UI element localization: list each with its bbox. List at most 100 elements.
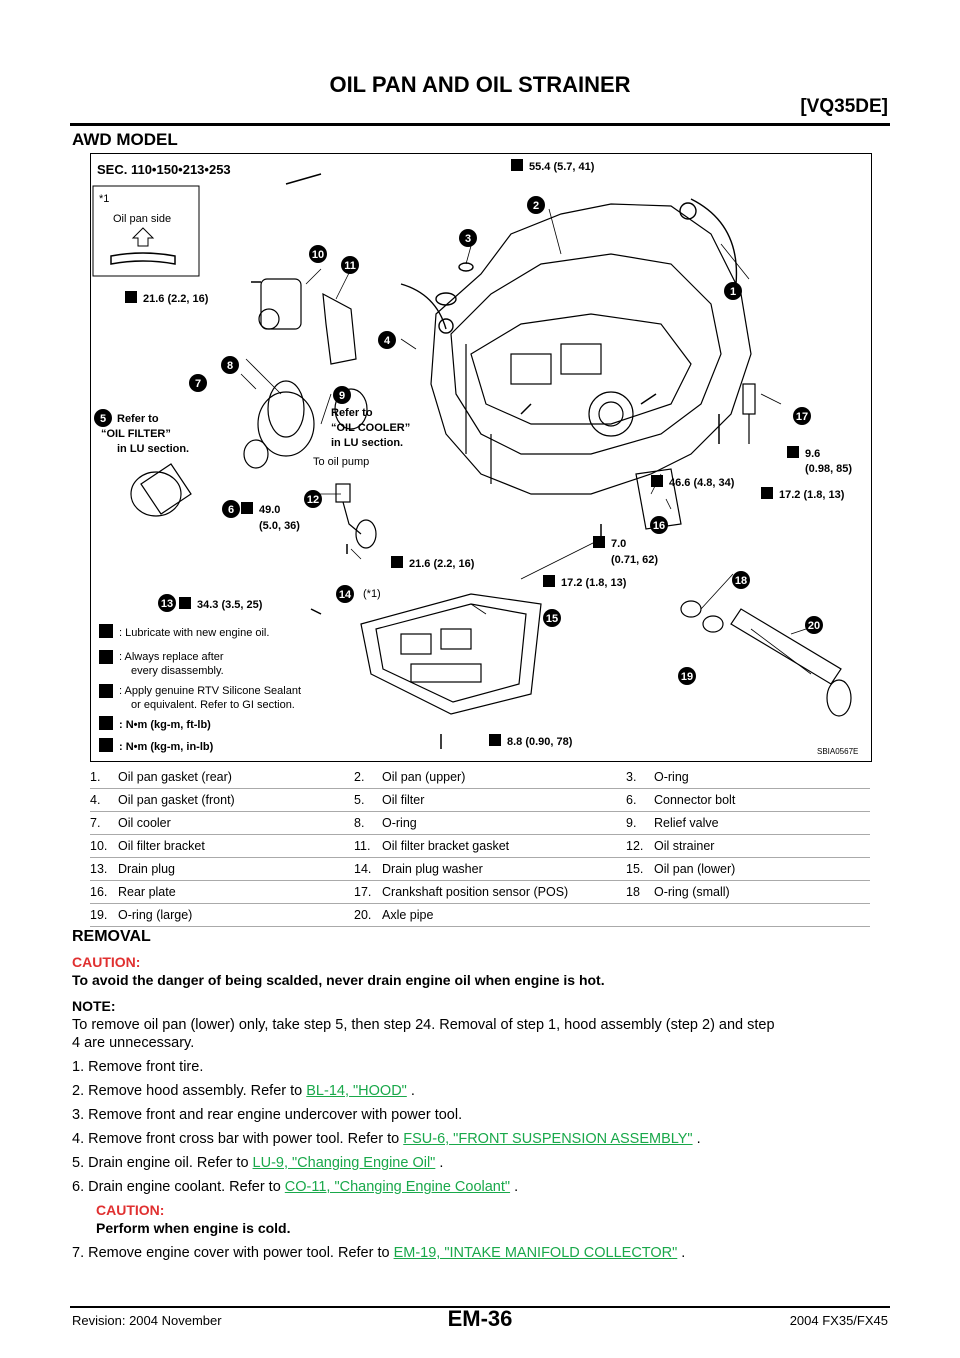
svg-text:17.2 (1.8, 13): 17.2 (1.8, 13) (779, 489, 845, 501)
footer-rule (70, 1306, 890, 1308)
inset-oil-pan-side: *1 Oil pan side (92, 185, 200, 277)
header-rule (70, 123, 890, 126)
wrench-icon (593, 536, 605, 548)
svg-text:: Apply genuine RTV Silicone S: : Apply genuine RTV Silicone Sealant (119, 685, 301, 697)
wrench-icon (125, 291, 137, 303)
torque-labels: 55.4 (5.7, 41) 21.6 (2.2, 16) 49.0 (5.0,… (125, 159, 852, 748)
svg-text:9.6: 9.6 (805, 448, 820, 460)
svg-text:13: 13 (161, 598, 173, 610)
diagram-legend: : Lubricate with new engine oil. : Alway… (99, 624, 301, 753)
footer-model: 2004 FX35/FX45 (789, 1313, 888, 1328)
rear-plate-drawing (635, 468, 682, 530)
step-6-caution-text: Perform when engine is cold. (96, 1220, 291, 1236)
svg-text:: N•m (kg-m, in-lb): : N•m (kg-m, in-lb) (119, 741, 214, 753)
svg-text:18: 18 (735, 575, 747, 587)
link-lu-9-changing-engine-oil[interactable]: LU-9, "Changing Engine Oil" (252, 1155, 436, 1171)
inset-caption: Oil pan side (113, 213, 171, 225)
svg-text:14: 14 (339, 589, 352, 601)
oil-filter-assembly-drawing (130, 278, 368, 517)
step-2: 2. Remove hood assembly. Refer to BL-14,… (72, 1083, 415, 1099)
link-co-11-changing-coolant[interactable]: CO-11, "Changing Engine Coolant" (284, 1179, 511, 1195)
svg-text:12: 12 (307, 494, 319, 506)
svg-text:7: 7 (195, 378, 201, 390)
refer-notes: Refer to “OIL FILTER” in LU section. Ref… (101, 407, 410, 600)
table-row: 7.Oil cooler 8.O-ring 9.Relief valve (90, 811, 870, 835)
svg-text:34.3 (3.5, 25): 34.3 (3.5, 25) (197, 599, 263, 611)
svg-text:4: 4 (384, 335, 391, 347)
svg-text:1: 1 (730, 286, 736, 298)
diagram-section-ref: SEC. 110•150•213•253 (97, 162, 231, 177)
table-row: 1.Oil pan gasket (rear) 2.Oil pan (upper… (90, 766, 870, 789)
table-row: 4.Oil pan gasket (front) 5.Oil filter 6.… (90, 788, 870, 812)
step-6-caution-label: CAUTION: (96, 1202, 165, 1218)
axle-pipe-drawing (680, 600, 852, 717)
svg-text:7.0: 7.0 (611, 538, 626, 550)
svg-text:8.8 (0.90, 78): 8.8 (0.90, 78) (507, 736, 573, 748)
page-number: EM-36 (447, 1306, 513, 1331)
oil-pan-lower-drawing (360, 593, 542, 715)
wrench-icon (391, 556, 403, 568)
wrench-icon (179, 597, 191, 609)
svg-text:in LU section.: in LU section. (331, 437, 403, 449)
removal-heading: REMOVAL (72, 928, 151, 945)
svg-text:: Lubricate with new engine oi: : Lubricate with new engine oil. (119, 627, 269, 639)
step-3: 3. Remove front and rear engine undercov… (72, 1107, 463, 1123)
section-title: AWD MODEL (72, 130, 178, 149)
table-row: 19.O-ring (large) 20.Axle pipe (90, 903, 870, 927)
inset-star: *1 (99, 193, 109, 205)
svg-text:every disassembly.: every disassembly. (131, 665, 224, 677)
engine-code: [VQ35DE] (800, 96, 888, 117)
oil-can-icon (99, 624, 113, 638)
svg-text:15: 15 (546, 613, 558, 625)
step-7: 7. Remove engine cover with power tool. … (72, 1245, 686, 1261)
svg-text:5: 5 (100, 413, 106, 425)
svg-text:16: 16 (653, 520, 665, 532)
svg-text:“OIL FILTER”: “OIL FILTER” (101, 428, 171, 440)
svg-text:Refer to: Refer to (331, 407, 373, 419)
svg-text:3: 3 (465, 233, 471, 245)
link-fsu-6-front-suspension[interactable]: FSU-6, "FRONT SUSPENSION ASSEMBLY" (403, 1131, 693, 1147)
caution-text: To avoid the danger of being scalded, ne… (72, 972, 605, 988)
sealant-icon (99, 684, 113, 698)
parts-table: 1.Oil pan gasket (rear) 2.Oil pan (upper… (90, 766, 870, 927)
svg-text:“OIL COOLER”: “OIL COOLER” (331, 422, 410, 434)
svg-text:(0.98, 85): (0.98, 85) (805, 463, 852, 475)
step-4: 4. Remove front cross bar with power too… (72, 1131, 701, 1147)
svg-text:20: 20 (808, 620, 820, 632)
svg-text:(0.71, 62): (0.71, 62) (611, 554, 658, 566)
step-5: 5. Drain engine oil. Refer to LU-9, "Cha… (72, 1155, 444, 1171)
caution-label: CAUTION: (72, 954, 141, 970)
step-6: 6. Drain engine coolant. Refer to CO-11,… (72, 1179, 519, 1195)
exploded-diagram: SEC. 110•150•213•253 *1 Oil pan side (90, 153, 872, 762)
crankshaft-sensor-drawing (742, 383, 756, 444)
svg-text:8: 8 (227, 360, 233, 372)
svg-text:or equivalent. Refer to GI sec: or equivalent. Refer to GI section. (131, 699, 295, 711)
wrench-icon (489, 734, 501, 746)
link-em-19-intake-manifold[interactable]: EM-19, "INTAKE MANIFOLD COLLECTOR" (393, 1245, 678, 1261)
note-line-1: To remove oil pan (lower) only, take ste… (72, 1017, 775, 1033)
table-row: 13.Drain plug 14.Drain plug washer 15.Oi… (90, 857, 870, 881)
wrench-in-lb-icon (99, 738, 113, 752)
wrench-icon (511, 159, 523, 171)
table-row: 10.Oil filter bracket 11.Oil filter brac… (90, 834, 870, 858)
svg-text:: N•m (kg-m, ft-lb): : N•m (kg-m, ft-lb) (119, 719, 211, 731)
svg-text:2: 2 (533, 200, 539, 212)
svg-text:6: 6 (228, 504, 234, 516)
note-line-2: 4 are unnecessary. (72, 1035, 195, 1051)
svg-text:(*1): (*1) (363, 588, 381, 600)
footer-revision: Revision: 2004 November (72, 1313, 222, 1328)
svg-text:To oil pump: To oil pump (313, 456, 369, 468)
svg-text:49.0: 49.0 (259, 504, 280, 516)
oil-pan-upper-drawing (430, 203, 752, 495)
svg-text:(5.0, 36): (5.0, 36) (259, 520, 300, 532)
arrow-up-icon (131, 227, 155, 247)
diagram-code: SBIA0567E (817, 747, 858, 756)
bolt-drawings (251, 173, 720, 749)
link-bl-14-hood[interactable]: BL-14, "HOOD" (306, 1083, 407, 1099)
step-1: 1. Remove front tire. (72, 1059, 204, 1075)
wrench-icon (787, 446, 799, 458)
svg-text:46.6 (4.8, 34): 46.6 (4.8, 34) (669, 477, 735, 489)
table-row: 16.Rear plate 17.Crankshaft position sen… (90, 880, 870, 904)
oil-strainer-drawing (335, 483, 377, 549)
callouts: 1 2 3 4 5 6 7 8 9 10 11 12 13 14 15 16 1… (94, 196, 823, 685)
